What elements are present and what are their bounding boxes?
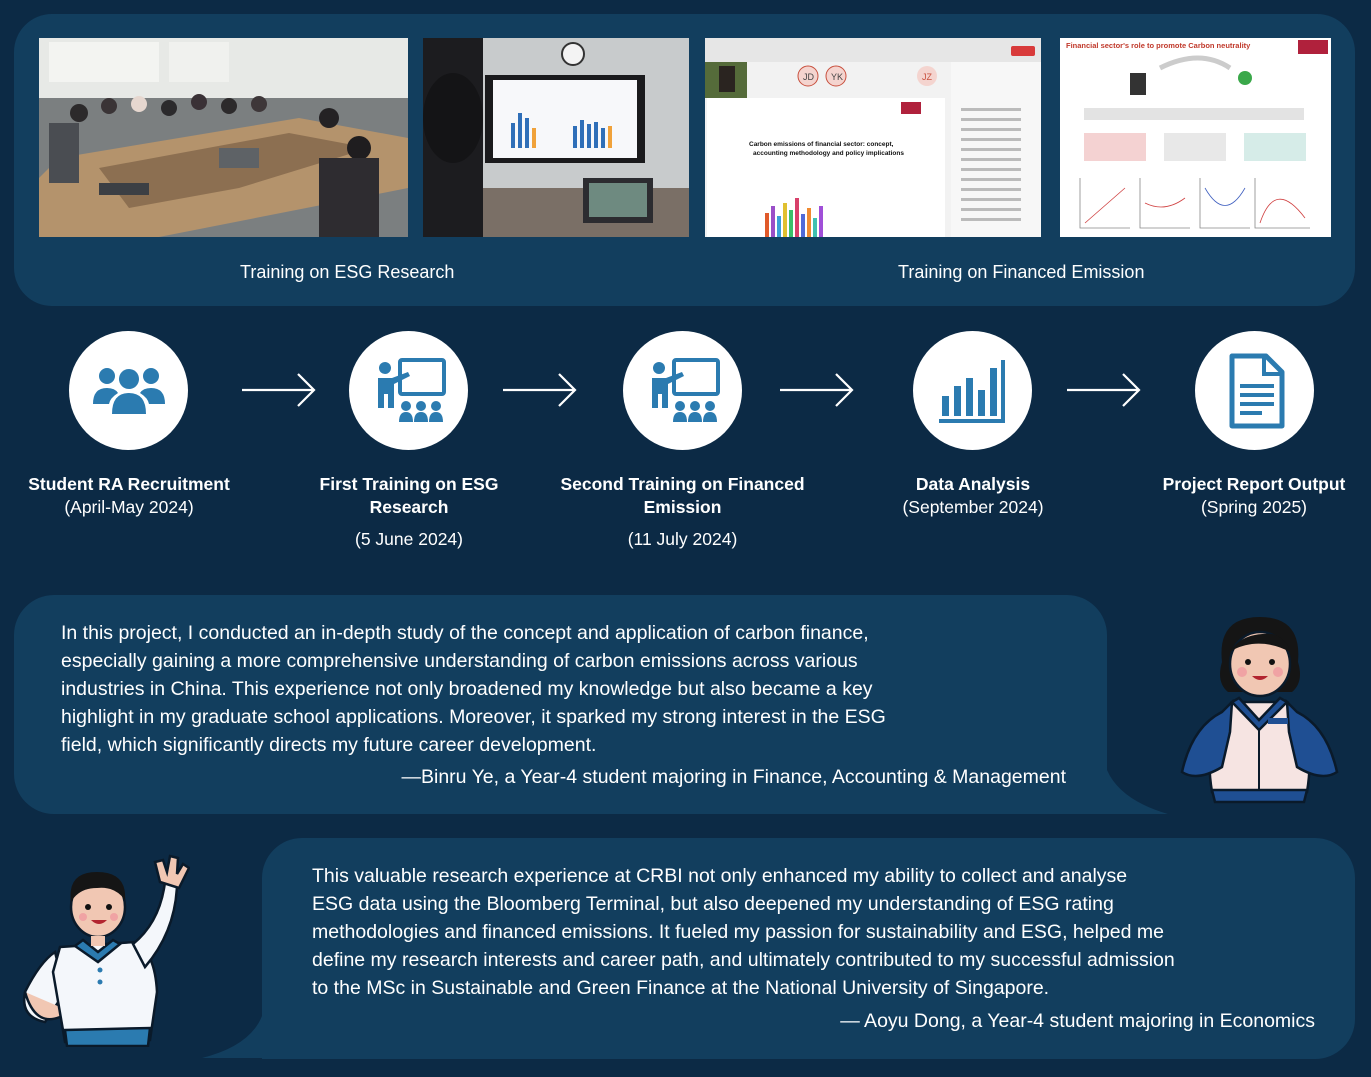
training-photo-panel: JD YK JZ Carbon emissions of financial s… — [14, 14, 1355, 306]
quote-line: to the MSc in Sustainable and Green Fina… — [312, 977, 1050, 999]
step-title: Student RA Recruitment — [28, 474, 230, 494]
quote-line: methodologies and financed emissions. It… — [312, 921, 1164, 943]
step-date: (11 July 2024) — [627, 529, 738, 549]
student-girl-avatar — [1180, 617, 1339, 804]
step-4-label: Data Analysis (September 2024) — [872, 473, 1074, 519]
flow-arrow-icon — [1067, 373, 1141, 407]
caption-financed-emission: Training on Financed Emission — [898, 262, 1145, 282]
bar-chart-icon — [938, 359, 1005, 423]
testimonial-bubble-2 — [262, 838, 1355, 1059]
presentation-icon — [651, 357, 720, 422]
flow-arrow-icon — [242, 373, 316, 407]
testimonial-bubble-1 — [14, 595, 1107, 814]
speech-bubble-tail — [1080, 700, 1168, 814]
quote-line: In this project, I conducted an in-depth… — [61, 622, 869, 644]
testimonial-2-attribution: — Aoyu Dong, a Year-4 student majoring i… — [840, 1010, 1315, 1032]
step-1-label: Student RA Recruitment (April-May 2024) — [18, 473, 240, 519]
step-5-label: Project Report Output (Spring 2025) — [1142, 473, 1366, 519]
caption-esg-research: Training on ESG Research — [240, 262, 455, 282]
step-1-circle — [69, 331, 188, 450]
online-meeting-screenshot: JD YK JZ Carbon emissions of financial s… — [705, 38, 1041, 237]
step-title: Second Training on Financed Emission — [560, 474, 805, 517]
carbon-neutrality-slide: Financial sector's role to promote Carbo… — [1060, 38, 1331, 237]
step-date: (Spring 2025) — [1200, 497, 1308, 517]
svg-text:Carbon emissions of financial: Carbon emissions of financial sector: co… — [749, 141, 904, 157]
step-date: (September 2024) — [902, 497, 1044, 517]
document-icon — [1229, 353, 1284, 428]
presentation-screen-photo — [423, 38, 689, 237]
student-boy-avatar — [22, 854, 190, 1047]
speech-bubble-tail — [202, 946, 290, 1058]
step-date: (5 June 2024) — [355, 529, 463, 549]
quote-line: This valuable research experience at CRB… — [312, 865, 1128, 887]
quote-line: ESG data using the Bloomberg Terminal, b… — [312, 893, 1114, 915]
quote-line: industries in China. This experience not… — [61, 678, 873, 700]
avatar-jd: JD — [803, 72, 815, 82]
quote-line: highlight in my graduate school applicat… — [61, 706, 886, 728]
quote-line: field, which significantly directs my fu… — [61, 734, 597, 756]
step-title: First Training on ESG Research — [319, 474, 499, 517]
people-group-icon — [92, 367, 165, 414]
quote-line: define my research interests and career … — [312, 949, 1175, 971]
step-title: Data Analysis — [915, 474, 1031, 494]
classroom-training-photo — [39, 38, 408, 237]
step-5-circle — [1195, 331, 1314, 450]
step-3-label: Second Training on Financed Emission (11… — [545, 473, 820, 551]
avatar-yk: YK — [831, 72, 843, 82]
step-2-circle — [349, 331, 468, 450]
step-title: Project Report Output — [1162, 474, 1346, 494]
step-3-circle — [623, 331, 742, 450]
testimonial-1-quote: In this project, I conducted an in-depth… — [61, 619, 1061, 759]
presentation-icon — [377, 357, 446, 422]
step-2-label: First Training on ESG Research (5 June 2… — [298, 473, 520, 551]
testimonial-2-quote: This valuable research experience at CRB… — [312, 862, 1322, 1002]
flow-arrow-icon — [780, 373, 854, 407]
avatar-jz: JZ — [922, 72, 933, 82]
svg-text:Financial sector's role to pro: Financial sector's role to promote Carbo… — [1066, 41, 1251, 50]
testimonial-1-attribution: —Binru Ye, a Year-4 student majoring in … — [401, 766, 1066, 788]
step-date: (April-May 2024) — [64, 497, 194, 517]
flow-arrow-icon — [503, 373, 577, 407]
quote-line: especially gaining a more comprehensive … — [61, 650, 858, 672]
step-4-circle — [913, 331, 1032, 450]
